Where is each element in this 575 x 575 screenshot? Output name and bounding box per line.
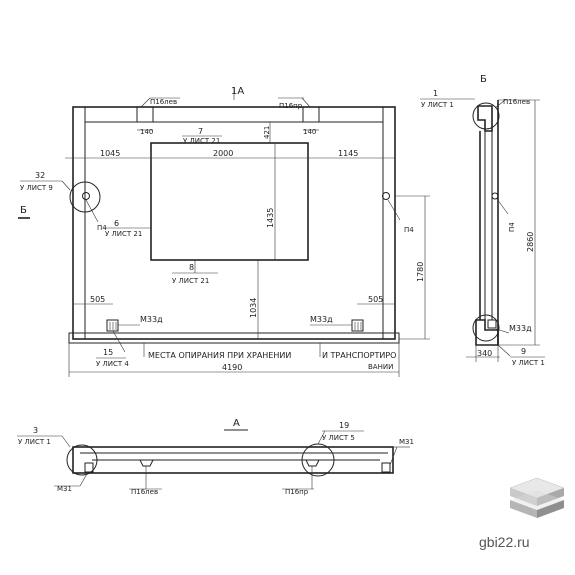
dim-140-right: 140 — [303, 128, 316, 136]
label-p4-left: П4 — [97, 224, 107, 232]
leader-p4-right — [387, 199, 401, 221]
callout-32: 32 — [35, 171, 45, 180]
label-p4-right: П4 — [404, 226, 414, 234]
site-watermark: gbi22.ru — [479, 534, 530, 550]
notch-right — [305, 459, 320, 467]
p4-hole-left — [82, 192, 90, 200]
dim-1780: 1780 — [416, 262, 425, 282]
dim-140-left: 140 — [140, 128, 153, 136]
label-p4-b: П4 — [508, 222, 516, 232]
label-m31-right: М31 — [399, 438, 414, 446]
side-mark-b: Б — [20, 205, 27, 216]
label-m33d-right: М33д — [310, 315, 333, 324]
view-a: А 3 У ЛИСТ 1 19 У ЛИСТ 5 М31 М31 П16лев — [17, 418, 414, 496]
callout-9-sheet: У ЛИСТ 1 — [512, 359, 545, 367]
dim-1034: 1034 — [249, 298, 258, 318]
callout-6: 6 — [114, 219, 119, 228]
label-p16pr-a: П16пр — [285, 488, 309, 496]
leader-p16lev — [140, 97, 151, 108]
callout-15: 15 — [103, 348, 113, 357]
label-m31-left: М31 — [57, 485, 72, 493]
dim-505-left: 505 — [90, 295, 105, 304]
support-note-1: МЕСТА ОПИРАНИЯ ПРИ ХРАНЕНИИ — [148, 351, 291, 360]
support-note-3: ВАНИИ — [368, 363, 393, 371]
view-title-a: А — [233, 418, 240, 429]
m33d-anchor-b — [487, 319, 497, 329]
label-m33d-b: М33д — [509, 324, 532, 333]
dim-421: 421 — [263, 126, 271, 139]
label-p16lev-a: П16лев — [131, 488, 158, 496]
detail-circle-a-left — [66, 444, 98, 476]
loop-recess-right — [302, 106, 320, 123]
dim-2860: 2860 — [526, 232, 535, 252]
site-logo-icon — [509, 477, 565, 518]
label-p16lev-b: П16лев — [503, 98, 530, 106]
dim-505-right: 505 — [368, 295, 383, 304]
dim-1435: 1435 — [266, 208, 275, 228]
p4-hole-right — [382, 192, 390, 200]
notch-left — [139, 459, 154, 467]
detail-circle-bottom — [472, 314, 500, 342]
callout-8-sheet: У ЛИСТ 21 — [172, 277, 209, 285]
leader-p4-left — [85, 199, 99, 223]
m33d-anchor-right — [351, 319, 364, 332]
support-note-2: И ТРАНСПОРТИРО — [322, 351, 396, 360]
callout-32-sheet: У ЛИСТ 9 — [20, 184, 53, 192]
callout-3: 3 — [33, 426, 38, 435]
leader-p16pr — [301, 97, 311, 108]
dim-2000: 2000 — [213, 149, 233, 158]
p4-hole-b — [491, 192, 499, 200]
section-b-view: Б 1 У ЛИСТ 1 П16лев П4 2860 М33д 340 — [420, 74, 545, 367]
view-title-b: Б — [480, 74, 487, 85]
detail-circle-top — [472, 102, 500, 130]
callout-3-sheet: У ЛИСТ 1 — [18, 438, 51, 446]
main-view: 1А П16лев П16пр 140 140 7 У ЛИСТ 21 421 — [18, 86, 430, 377]
callout-9: 9 — [521, 347, 526, 356]
panel-outline — [72, 106, 396, 340]
beam-outline — [72, 446, 394, 474]
view-title-1a: 1А — [231, 86, 244, 97]
label-p16lev: П16лев — [150, 98, 177, 106]
callout-15-sheet: У ЛИСТ 4 — [96, 360, 129, 368]
dim-340: 340 — [477, 349, 492, 358]
callout-1: 1 — [433, 89, 438, 98]
panel-bottom-slab — [68, 332, 400, 344]
m33d-anchor-left — [106, 319, 119, 332]
callout-19-sheet: У ЛИСТ 5 — [322, 434, 355, 442]
callout-19: 19 — [339, 421, 349, 430]
callout-8: 8 — [189, 263, 194, 272]
dim-4190: 4190 — [222, 363, 242, 372]
loop-recess-left — [136, 106, 154, 123]
callout-1-sheet: У ЛИСТ 1 — [421, 101, 454, 109]
detail-circle-left — [69, 181, 101, 213]
m31-anchor-right — [381, 462, 391, 473]
window-opening — [150, 142, 309, 261]
m31-anchor-left — [84, 462, 94, 473]
label-p16pr: П16пр — [279, 102, 303, 110]
dim-1145: 1145 — [338, 149, 358, 158]
callout-7: 7 — [198, 127, 203, 136]
callout-7-sheet: У ЛИСТ 21 — [183, 137, 220, 145]
dim-1045: 1045 — [100, 149, 120, 158]
label-m33d-left: М33д — [140, 315, 163, 324]
callout-6-sheet: У ЛИСТ 21 — [105, 230, 142, 238]
